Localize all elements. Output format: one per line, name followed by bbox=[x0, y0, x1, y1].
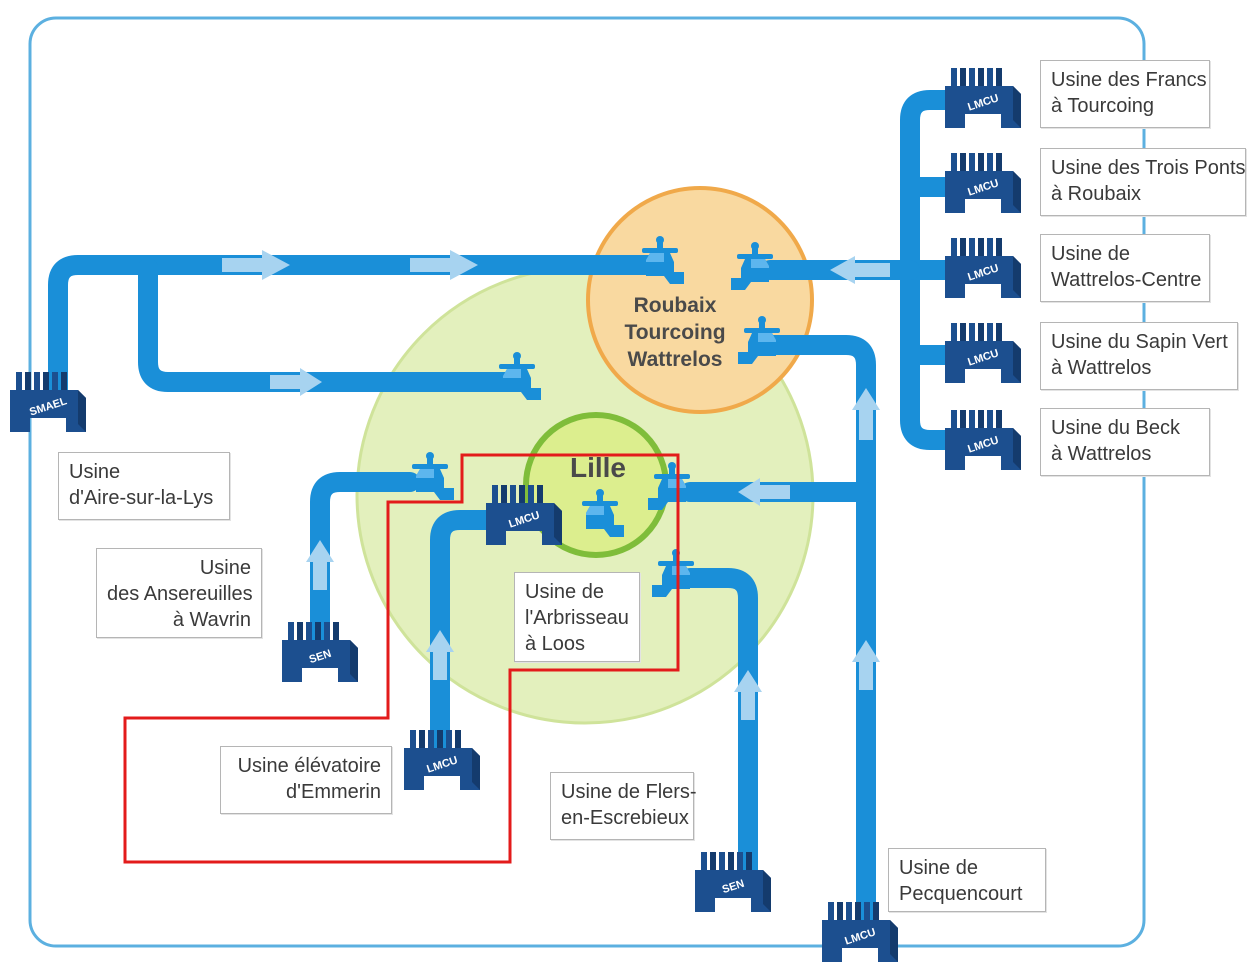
label-line: Wattrelos-Centre bbox=[1051, 269, 1202, 291]
label-line: l'Arbrisseau bbox=[525, 607, 629, 629]
pipe-flers bbox=[680, 568, 758, 885]
city-roubaix-tourcoing-wattrelos: Roubaix Tourcoing Wattrelos bbox=[615, 292, 735, 373]
label-line: d'Aire-sur-la-Lys bbox=[69, 487, 214, 509]
facility-flers: SEN bbox=[695, 852, 771, 912]
facility-pecquencourt: LMCU bbox=[822, 902, 898, 962]
label-usine-pecquencourt: Usine de Pecquencourt bbox=[888, 848, 1046, 912]
facility-francs: LMCU bbox=[945, 68, 1021, 128]
label-line: Usine de Flers- bbox=[561, 781, 697, 803]
city-roubaix: Roubaix bbox=[633, 294, 717, 317]
facility-emmerin: LMCU bbox=[404, 730, 480, 790]
city-tourcoing: Tourcoing bbox=[624, 321, 726, 344]
label-usine-wattrelos-centre: Usine de Wattrelos-Centre bbox=[1040, 234, 1210, 302]
pipe-ansereuilles bbox=[310, 472, 420, 650]
facility-trois-ponts: LMCU bbox=[945, 153, 1021, 213]
label-usine-arbrisseau: Usine de l'Arbrisseau à Loos bbox=[514, 572, 640, 662]
facility-ansereuilles: SEN bbox=[282, 622, 358, 682]
label-line: à Loos bbox=[525, 633, 586, 655]
facility-arbrisseau: LMCU bbox=[486, 485, 562, 545]
label-usine-beck: Usine du Beck à Wattrelos bbox=[1040, 408, 1210, 476]
label-line: à Tourcoing bbox=[1051, 95, 1155, 117]
facility-aire: SMAEL bbox=[10, 372, 86, 432]
label-line: à Roubaix bbox=[1051, 183, 1142, 205]
label-line: des Ansereuilles bbox=[107, 583, 253, 605]
label-line: Pecquencourt bbox=[899, 883, 1023, 905]
label-line: Usine des Trois Ponts bbox=[1051, 157, 1246, 179]
label-usine-sapin-vert: Usine du Sapin Vert à Wattrelos bbox=[1040, 322, 1238, 390]
label-line: Usine de bbox=[899, 857, 978, 879]
label-line: Usine des Francs bbox=[1051, 69, 1207, 91]
highlight-outline bbox=[123, 453, 680, 864]
label-line: à Wattrelos bbox=[1051, 357, 1152, 379]
label-line: Usine de bbox=[1051, 243, 1130, 265]
pipe-emmerin bbox=[430, 510, 510, 760]
pipe-smael-branch bbox=[138, 258, 515, 392]
pipe-pecquencourt bbox=[760, 335, 876, 935]
label-usine-flers: Usine de Flers- en-Escrebieux bbox=[550, 772, 697, 840]
city-lille: Lille bbox=[569, 452, 626, 483]
pipes bbox=[48, 90, 970, 935]
label-usine-ansereuilles: Usine des Ansereuilles à Wavrin bbox=[96, 548, 262, 638]
label-usine-aire: Usine d'Aire-sur-la-Lys bbox=[58, 452, 230, 520]
label-line: Usine de bbox=[525, 581, 604, 603]
label-line: Usine du Sapin Vert bbox=[1051, 331, 1228, 353]
outer-frame bbox=[28, 16, 1146, 948]
label-usine-emmerin: Usine élévatoire d'Emmerin bbox=[220, 746, 392, 814]
label-line: d'Emmerin bbox=[286, 781, 381, 803]
label-line: Usine bbox=[199, 557, 251, 579]
label-line: Usine du Beck bbox=[1051, 417, 1180, 439]
pipe-smael-roubaix bbox=[48, 255, 660, 405]
label-line: en-Escrebieux bbox=[561, 807, 689, 829]
label-line: à Wavrin bbox=[172, 609, 251, 631]
label-line: à Wattrelos bbox=[1051, 443, 1152, 465]
city-wattrelos: Wattrelos bbox=[627, 348, 723, 371]
facility-sapin-vert: LMCU bbox=[945, 323, 1021, 383]
label-usine-trois-ponts: Usine des Trois Ponts à Roubaix bbox=[1040, 148, 1246, 216]
label-usine-francs: Usine des Francs à Tourcoing bbox=[1040, 60, 1210, 128]
label-line: Usine élévatoire bbox=[237, 755, 381, 777]
facilities: LMCU LMCU LMCU LMCU LMCU SMAEL SEN LMCU LMCU SEN L… bbox=[10, 68, 1021, 962]
flow-arrows bbox=[222, 250, 890, 720]
facility-beck: LMCU bbox=[945, 410, 1021, 470]
label-line: Usine bbox=[69, 461, 121, 483]
facility-wattrelos-centre: LMCU bbox=[945, 238, 1021, 298]
